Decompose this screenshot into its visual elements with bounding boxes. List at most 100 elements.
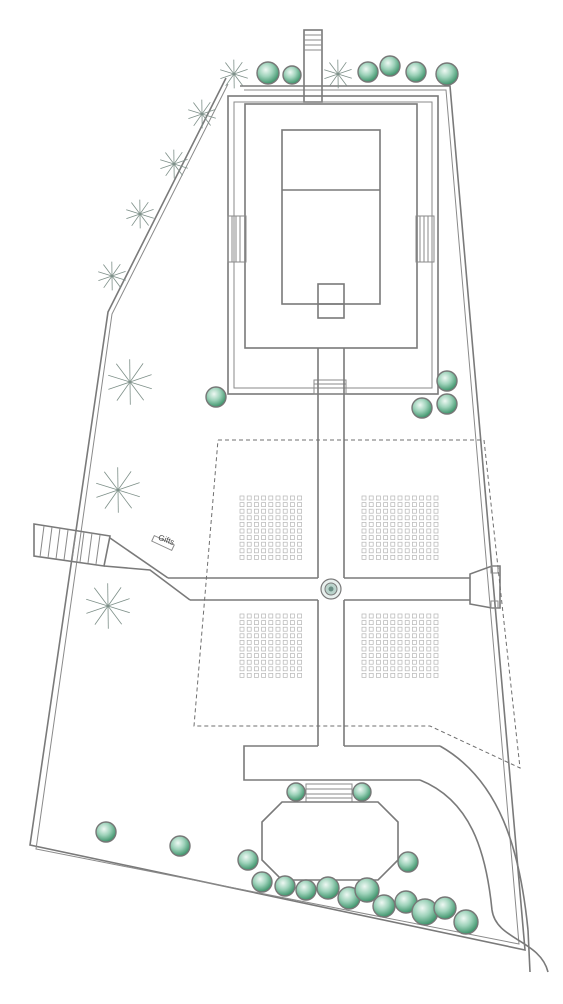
seat [404, 522, 410, 527]
seat [254, 659, 259, 665]
seat [419, 502, 424, 507]
seat [297, 508, 302, 514]
seat [390, 502, 396, 507]
seat [275, 646, 281, 652]
seat [361, 548, 367, 554]
seat [368, 646, 374, 652]
seat [275, 666, 281, 672]
seat [376, 495, 381, 501]
seat [404, 640, 410, 645]
seat [433, 508, 439, 514]
seat [412, 548, 417, 554]
seat [390, 659, 396, 665]
seat [397, 640, 403, 645]
seat [383, 666, 388, 672]
west-entrance-bridge [33, 523, 111, 567]
seat [419, 495, 424, 501]
seat [290, 535, 295, 540]
tennis-court [281, 129, 381, 305]
seat [246, 653, 252, 658]
seat [368, 535, 374, 540]
seat [383, 541, 388, 547]
seat [368, 541, 374, 547]
lawn-outline [193, 439, 521, 769]
seat [361, 620, 367, 625]
seat [282, 653, 288, 658]
seat [261, 528, 266, 534]
seat [426, 535, 432, 540]
seat [282, 495, 288, 501]
seat [426, 495, 432, 501]
seat [390, 633, 396, 639]
seat [397, 666, 403, 672]
seat [397, 502, 403, 507]
seat [297, 522, 302, 527]
seat [297, 620, 302, 625]
canopy-tree-icon [220, 59, 248, 89]
seat [246, 502, 252, 507]
seat [297, 502, 302, 507]
seat [376, 646, 381, 652]
seat [275, 653, 281, 658]
seat [433, 620, 439, 625]
seat [383, 620, 388, 625]
seat [290, 528, 295, 534]
seat [376, 502, 381, 507]
seat [239, 653, 245, 658]
seat [239, 495, 245, 501]
seat [290, 653, 295, 658]
seat [376, 515, 381, 521]
seat [361, 613, 367, 619]
seat [383, 495, 388, 501]
seat [397, 528, 403, 534]
seat [433, 613, 439, 619]
seat [383, 633, 388, 639]
seat [390, 541, 396, 547]
seat [404, 633, 410, 639]
seat [282, 541, 288, 547]
seat [419, 633, 424, 639]
seat [383, 522, 388, 527]
seat [246, 646, 252, 652]
seat [419, 613, 424, 619]
canopy-trees [86, 59, 352, 629]
seat [246, 535, 252, 540]
seat [368, 613, 374, 619]
seat [261, 640, 266, 645]
seat [254, 626, 259, 632]
seat [239, 555, 245, 560]
court-bottom-stairs [313, 379, 347, 395]
seat [383, 626, 388, 632]
seat [433, 548, 439, 554]
seat [297, 646, 302, 652]
seat [275, 508, 281, 514]
round-tree-icon [397, 851, 419, 873]
seat [254, 528, 259, 534]
seat [376, 555, 381, 560]
seat [275, 502, 281, 507]
seat [368, 502, 374, 507]
seat [383, 515, 388, 521]
seat [297, 515, 302, 521]
seat [361, 502, 367, 507]
seat [404, 502, 410, 507]
seat [254, 522, 259, 527]
round-tree-icon [95, 821, 117, 843]
seat [297, 633, 302, 639]
canopy-tree-icon [96, 467, 140, 513]
seat [433, 666, 439, 672]
seat [383, 528, 388, 534]
round-tree-icon [286, 782, 306, 802]
seat [261, 666, 266, 672]
seat [290, 515, 295, 521]
seat [290, 555, 295, 560]
seat [361, 659, 367, 665]
seat [383, 508, 388, 514]
round-tree-icon [352, 782, 372, 802]
seat [239, 541, 245, 547]
seat [239, 626, 245, 632]
seat [426, 502, 432, 507]
seat [246, 626, 252, 632]
seat [426, 515, 432, 521]
seat [261, 646, 266, 652]
